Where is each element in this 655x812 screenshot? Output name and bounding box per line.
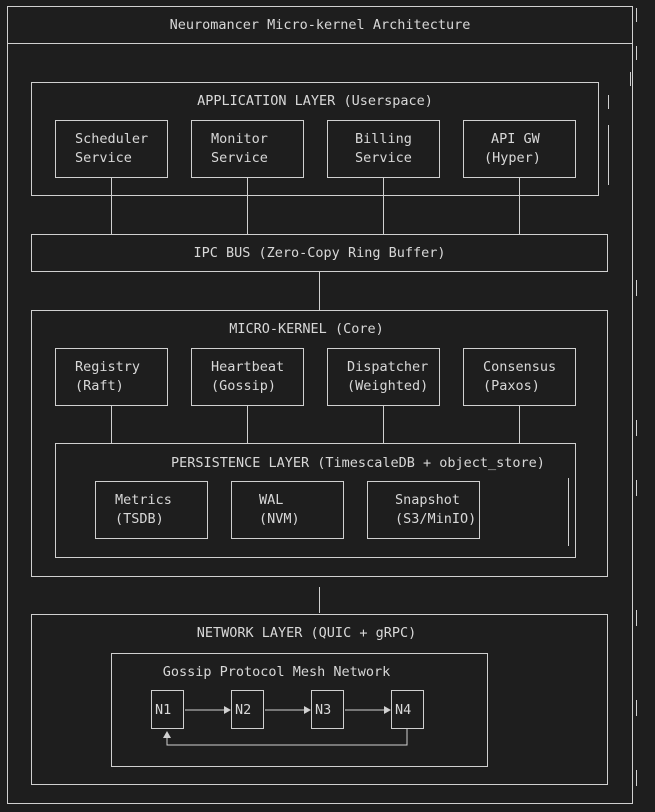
connector-line — [111, 406, 112, 443]
scheduler-service-box — [55, 120, 168, 178]
monitor-service-label: Monitor — [211, 131, 268, 147]
node-n4-label: N4 — [395, 702, 412, 718]
edge-artifact — [636, 420, 637, 436]
registry-sublabel: (Raft) — [75, 378, 124, 394]
connector-line — [111, 178, 112, 234]
micro-kernel-title: MICRO-KERNEL (Core) — [229, 321, 384, 337]
api-gw-label: API GW — [491, 131, 540, 147]
scheduler-service-sublabel: Service — [75, 150, 132, 166]
node-n3-label: N3 — [315, 702, 332, 718]
monitor-service-box — [191, 120, 304, 178]
edge-artifact — [608, 95, 609, 109]
api-gw-sublabel: (Hyper) — [484, 150, 541, 166]
mesh-network-title: Gossip Protocol Mesh Network — [162, 664, 391, 680]
edge-artifact — [636, 8, 637, 22]
persistence-layer-title: PERSISTENCE LAYER (TimescaleDB + object_… — [171, 455, 545, 471]
snapshot-box — [367, 481, 480, 539]
heartbeat-box — [191, 348, 304, 406]
connector-line — [383, 178, 384, 234]
dispatcher-sublabel: (Weighted) — [347, 378, 429, 394]
edge-artifact — [568, 478, 569, 546]
billing-service-sublabel: Service — [355, 150, 412, 166]
billing-service-label: Billing — [355, 131, 412, 147]
node-n2 — [231, 690, 264, 729]
arrow-head — [384, 706, 391, 714]
wal-box — [231, 481, 344, 539]
node-n2-label: N2 — [235, 702, 252, 718]
metrics-label: Metrics — [115, 492, 172, 508]
edge-artifact — [636, 770, 637, 786]
consensus-sublabel: (Paxos) — [483, 378, 540, 394]
scheduler-service-label: Scheduler — [75, 131, 149, 147]
application-layer-title: APPLICATION LAYER (Userspace) — [197, 93, 433, 109]
connector-line — [319, 587, 320, 613]
network-layer-title: NETWORK LAYER (QUIC + gRPC) — [196, 625, 417, 641]
persistence-layer-box — [55, 443, 576, 558]
ipc-bus-box — [31, 234, 608, 272]
heartbeat-sublabel: (Gossip) — [211, 378, 277, 394]
connector-line — [319, 272, 320, 310]
connector-line — [247, 178, 248, 234]
edge-artifact — [636, 280, 637, 296]
heartbeat-label: Heartbeat — [211, 359, 285, 375]
application-layer-box — [31, 82, 599, 196]
registry-label: Registry — [75, 359, 141, 375]
snapshot-sublabel: (S3/MinIO) — [395, 511, 477, 527]
connector-line — [383, 406, 384, 443]
billing-service-box — [327, 120, 440, 178]
edge-artifact — [636, 610, 637, 626]
edge-artifact — [630, 72, 631, 86]
node-n1 — [151, 690, 184, 729]
arrow-head — [224, 706, 231, 714]
dispatcher-label: Dispatcher — [347, 359, 429, 375]
arrow-head — [304, 706, 311, 714]
registry-box — [55, 348, 168, 406]
arrow-head — [163, 731, 171, 738]
ipc-bus-label: IPC BUS (Zero-Copy Ring Buffer) — [193, 245, 446, 261]
node-n1-label: N1 — [155, 702, 172, 718]
node-n3 — [311, 690, 344, 729]
arrow-n4-n1-return — [166, 729, 408, 746]
connector-line — [247, 406, 248, 443]
edge-artifact — [608, 125, 609, 185]
consensus-box — [463, 348, 576, 406]
monitor-service-sublabel: Service — [211, 150, 268, 166]
micro-kernel-box — [31, 310, 608, 577]
api-gw-box — [463, 120, 576, 178]
diagram-title: Neuromancer Micro-kernel Architecture — [169, 17, 471, 33]
wal-label: WAL — [259, 492, 284, 508]
network-layer-box — [31, 614, 608, 785]
wal-sublabel: (NVM) — [259, 511, 300, 527]
edge-artifact — [636, 46, 637, 60]
outer-frame — [7, 6, 633, 804]
metrics-sublabel: (TSDB) — [115, 511, 164, 527]
edge-artifact — [636, 700, 637, 716]
metrics-box — [95, 481, 208, 539]
snapshot-label: Snapshot — [395, 492, 461, 508]
dispatcher-box — [327, 348, 440, 406]
consensus-label: Consensus — [483, 359, 557, 375]
node-n4 — [391, 690, 424, 729]
connector-line — [519, 406, 520, 443]
edge-artifact — [636, 480, 637, 496]
connector-line — [519, 178, 520, 234]
title-divider — [7, 43, 633, 44]
mesh-network-box — [111, 653, 488, 767]
